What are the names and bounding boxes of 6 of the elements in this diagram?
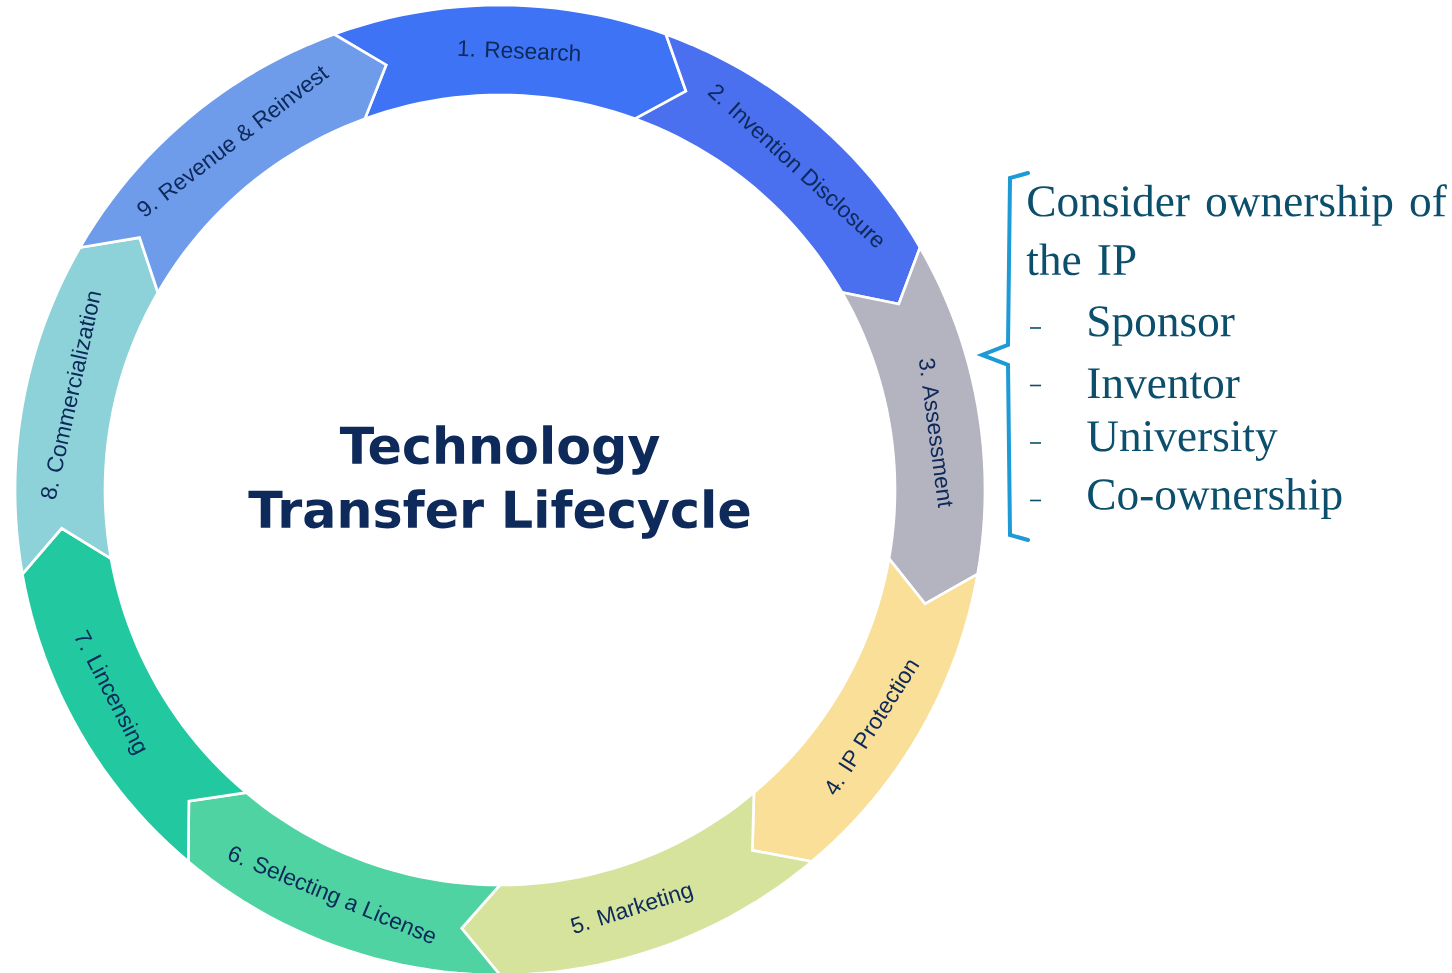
title: Technology Transfer Lifecycle <box>248 425 750 539</box>
list-item: Co-ownership <box>1029 477 1342 520</box>
list-item: Sponsor <box>1029 306 1235 346</box>
list-item: University <box>1029 421 1278 461</box>
list-item: Inventor <box>1029 368 1240 399</box>
note-heading: Consider ownership of the IP <box>1026 184 1447 276</box>
